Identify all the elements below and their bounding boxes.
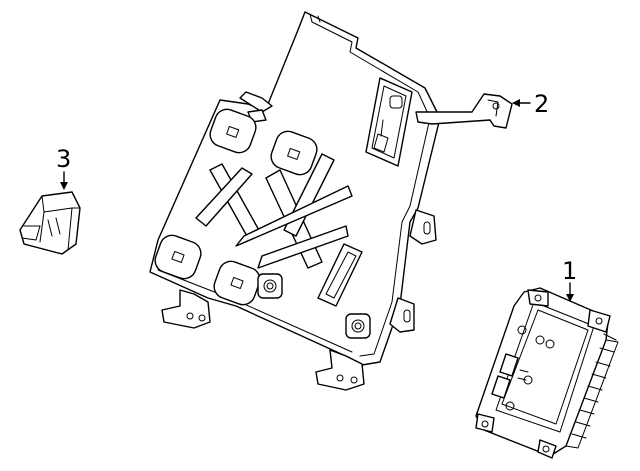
control-module: [475, 287, 619, 459]
mounting-bracket-plate: [149, 11, 513, 391]
connector-module: [19, 191, 81, 255]
callout-3-label: 3: [56, 145, 71, 173]
callout-1-label: 1: [562, 257, 577, 285]
callout-1: 1: [562, 257, 577, 302]
callout-2: 2: [512, 90, 549, 118]
callout-2-label: 2: [534, 90, 549, 118]
callout-3: 3: [56, 145, 71, 190]
